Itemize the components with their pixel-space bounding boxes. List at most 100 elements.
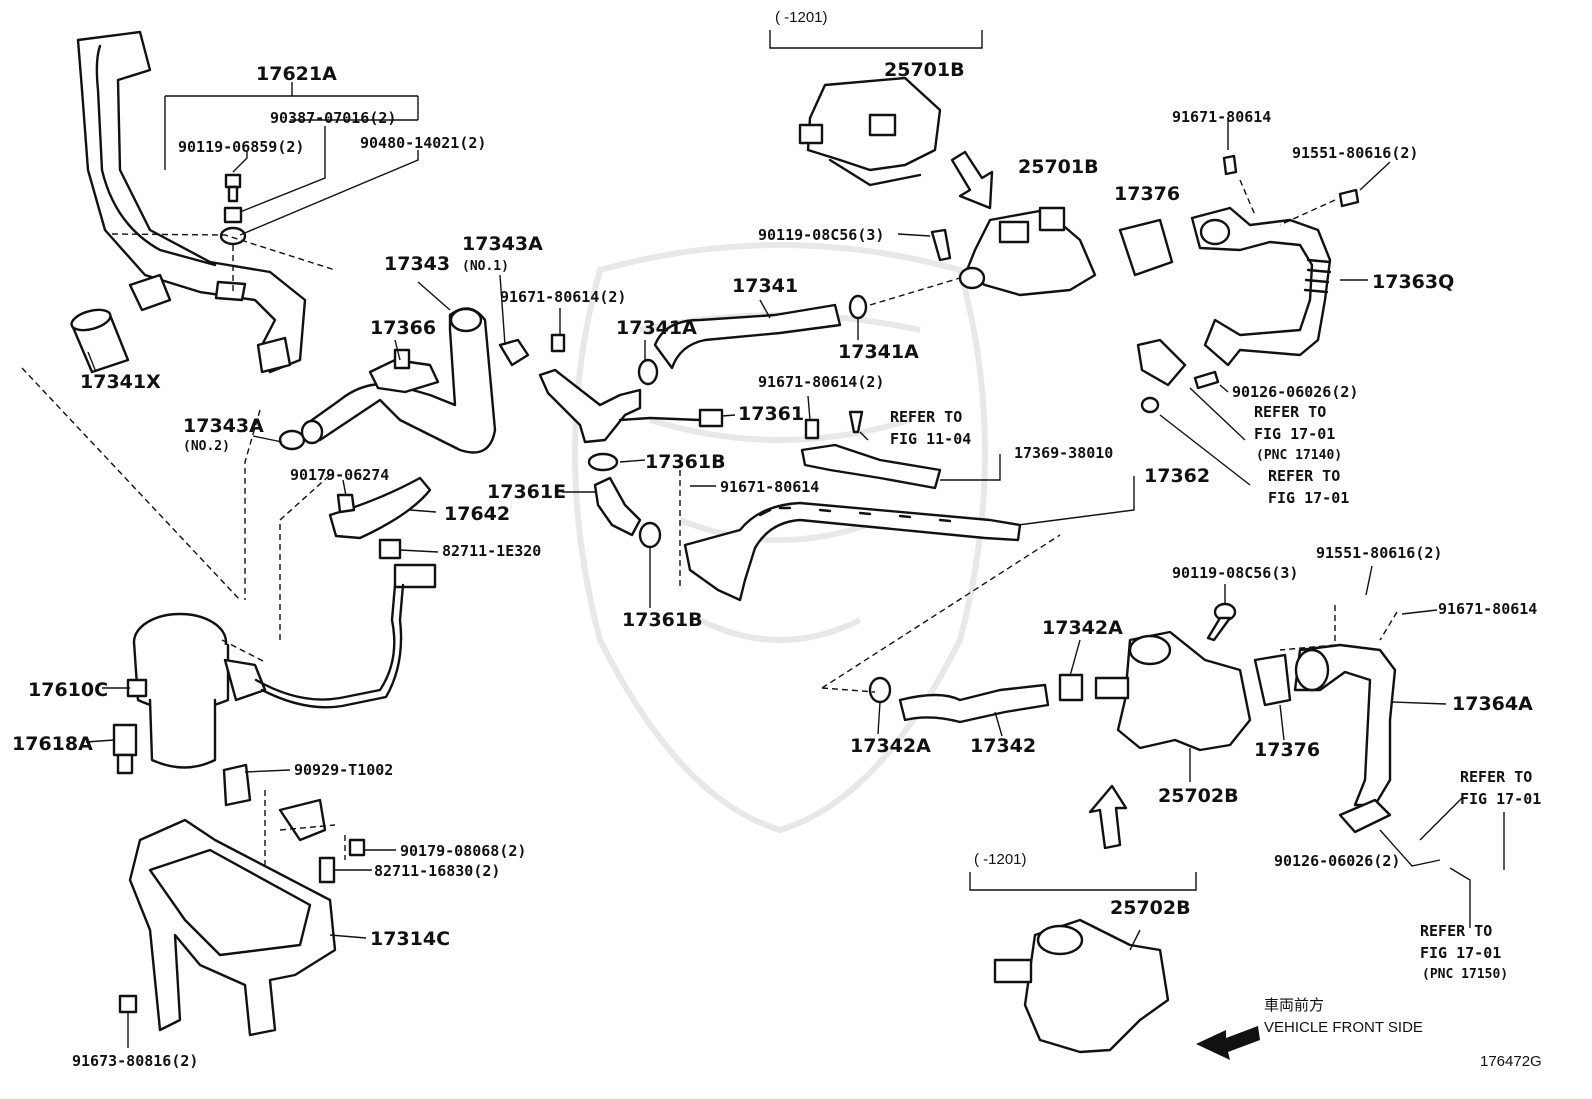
leader-lines [85,274,1505,1048]
label-17642: 17642 [444,503,510,525]
label-17363Q: 17363Q [1372,271,1454,293]
label-91551-80616-tr: 91551-80616(2) [1292,144,1418,162]
label-90387-07016: 90387-07016(2) [270,109,396,127]
label-vehicle-front-side: VEHICLE FRONT SIDE [1264,1019,1423,1036]
bracket-17369-38010 [800,410,942,490]
label-refer-to-1701: REFER TO [1268,467,1340,485]
label-90179-06274: 90179-06274 [290,466,389,484]
label-range-top: ( -1201) [775,9,828,26]
bracket-17642 [328,476,432,540]
label-17341A-1: 17341A [616,317,697,339]
hose-17361E [587,452,662,549]
front-arrow-icon [1196,1026,1260,1060]
arrow-up-icon [1088,784,1128,850]
label-17342A-2: 17342A [850,735,931,757]
label-pnc-17140: (PNC 17140) [1256,448,1342,463]
label-90179-08068: 90179-08068(2) [400,842,526,860]
air-pump-17610C [126,583,405,769]
bolt-90119-08C56-mid [1206,602,1237,642]
label-17341A-2: 17341A [838,341,919,363]
label-no1: (NO.1) [462,259,509,274]
valve-25702B-bottom [993,918,1170,1054]
label-17361B-1: 17361B [645,451,726,473]
label-pnc-17150: (PNC 17150) [1422,967,1508,982]
label-17618A: 17618A [12,733,93,755]
label-90119-08C56-top: 90119-08C56(3) [758,226,884,244]
label-fig-17-01-r: FIG 17-01 [1460,790,1541,808]
label-17369-38010: 17369-38010 [1014,444,1113,462]
label-25701B-top: 25701B [884,59,965,81]
label-91551-80616-mr: 91551-80616(2) [1316,544,1442,562]
label-fig-11-04: FIG 11-04 [890,430,971,448]
stud-90126-top [1193,370,1220,390]
label-90480-14021: 90480-14021(2) [360,134,486,152]
label-90126-06026-top: 90126-06026(2) [1232,383,1358,401]
label-fig-17-01-17140: FIG 17-01 [1254,425,1335,443]
clip-17343A-no1 [498,338,530,367]
label-25702B-mid: 25702B [1158,785,1239,807]
label-17361E: 17361E [487,481,566,503]
hose-17342 [868,673,1084,724]
label-91671-80614-2b: 91671-80614(2) [758,373,884,391]
nut-refer-1701 [1140,396,1160,414]
label-91671-80614-c: 91671-80614 [720,478,819,496]
label-25702B-bottom: 25702B [1110,897,1191,919]
label-17366: 17366 [370,317,436,339]
label-91671-80614-2a: 91671-80614(2) [500,288,626,306]
gasket-17376-mid [1253,653,1292,707]
hose-17362 [683,501,1022,602]
label-90119-08C56-mr: 90119-08C56(3) [1172,564,1298,582]
label-range-bottom: ( -1201) [974,851,1027,868]
stud-bolt-90119 [219,173,247,246]
label-17376-mr: 17376 [1254,739,1320,761]
label-17621A: 17621A [256,63,337,85]
label-82711-16830: 82711-16830(2) [374,862,500,880]
label-17314C: 17314C [370,928,450,950]
label-figure-id: 176472G [1480,1053,1542,1070]
label-17341X: 17341X [80,371,161,393]
label-refer-to-17140: REFER TO [1254,403,1326,421]
exhaust-pipe-17621A [76,30,307,374]
label-front-jp: 車両前方 [1264,997,1324,1014]
label-17362: 17362 [1144,465,1210,487]
label-91671-80614-mr: 91671-80614 [1438,600,1537,618]
label-17342A-1: 17342A [1042,617,1123,639]
arrow-down-icon [950,150,994,210]
pipe-17364A [1293,643,1397,834]
pipe-17363Q [1136,206,1332,387]
label-17343A-no2: 17343A [183,415,264,437]
valve-25701B [958,206,1097,297]
bolt-91671-80614-tr [1222,154,1238,176]
bolt-91551-80616-tr [1338,188,1360,208]
label-17343: 17343 [384,253,450,275]
label-refer-to-1104: REFER TO [890,408,962,426]
hose-17343 [303,307,497,454]
gasket-17376-top [1118,218,1174,277]
label-91671-80614-tr: 91671-80614 [1172,108,1271,126]
label-refer-to-r: REFER TO [1460,768,1532,786]
pipe-17361 [538,333,724,444]
hose-17341X [70,308,130,374]
connector-82711-1E320 [378,538,437,589]
label-17341: 17341 [732,275,798,297]
label-82711-1E320: 82711-1E320 [442,542,541,560]
label-fig-17-01-17150: FIG 17-01 [1420,944,1501,962]
label-17610C: 17610C [28,679,108,701]
label-17361B-2: 17361B [622,609,703,631]
bolt-90119-08C56 [930,228,952,262]
label-17361: 17361 [738,403,804,425]
label-90119-06859: 90119-06859(2) [178,138,304,156]
label-91673-80816: 91673-80816(2) [72,1052,198,1070]
part-labels: 17621A 90387-07016(2) 90119-06859(2) 904… [12,9,1542,1070]
sensor-17618A [112,723,138,775]
label-fig-17-01: FIG 17-01 [1268,489,1349,507]
label-90126-06026-br: 90126-06026(2) [1274,852,1400,870]
label-25701B: 25701B [1018,156,1099,178]
valve-25701B-top [798,76,942,187]
label-90929-T1002: 90929-T1002 [294,761,393,779]
label-17376-top: 17376 [1114,183,1180,205]
label-17343A-no1: 17343A [462,233,543,255]
valve-25702B-mid [1094,630,1252,752]
hose-17341 [637,294,868,386]
